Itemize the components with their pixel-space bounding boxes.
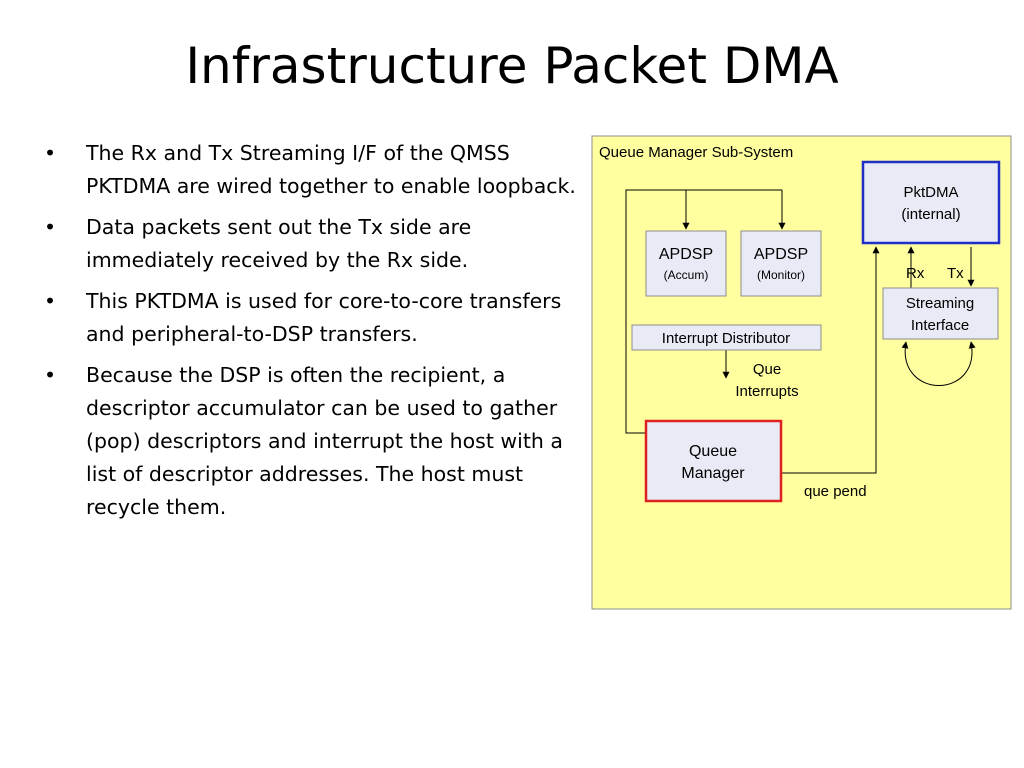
apdsp-accum-sublabel: (Accum): [664, 268, 709, 282]
bullet-text: The Rx and Tx Streaming I/F of the QMSS …: [86, 141, 576, 198]
apdsp-accum-box: [645, 230, 727, 297]
bullet-marker: •: [44, 215, 57, 239]
pktdma-sublabel: (internal): [901, 206, 960, 223]
bullet-marker: •: [44, 141, 57, 165]
arrow-que-pend: [781, 246, 880, 474]
rx-label: Rx: [906, 265, 925, 282]
interrupt-distributor-label: Interrupt Distributor: [662, 330, 790, 347]
feedback-line: [625, 189, 782, 434]
bullet-text: Data packets sent out the Tx side are im…: [86, 215, 472, 272]
pktdma-box: [861, 160, 1001, 245]
que-pend-label: que pend: [804, 483, 867, 500]
que-interrupts-label: Que: [753, 361, 781, 378]
list-item: • Because the DSP is often the recipient,…: [40, 359, 580, 524]
apdsp-monitor-box: [740, 230, 822, 297]
apdsp-accum-label: APDSP: [659, 246, 713, 263]
bullet-text: Because the DSP is often the recipient, …: [86, 363, 563, 519]
list-item: • This PKTDMA is used for core-to-core tr…: [40, 285, 580, 351]
list-item: • The Rx and Tx Streaming I/F of the QMSS…: [40, 137, 580, 203]
bullet-list: • The Rx and Tx Streaming I/F of the QMSS…: [40, 137, 580, 532]
tx-label: Tx: [947, 265, 964, 282]
streaming-interface-box: [882, 287, 999, 340]
page-title: Infrastructure Packet DMA: [185, 37, 839, 95]
streaming-interface-sublabel: Interface: [911, 317, 969, 334]
list-item: • Data packets sent out the Tx side are i…: [40, 211, 580, 277]
que-interrupts-sublabel: Interrupts: [735, 383, 798, 400]
bullet-marker: •: [44, 289, 57, 313]
queue-manager-box: [644, 419, 783, 503]
pktdma-label: PktDMA: [903, 184, 958, 201]
connectors: [625, 189, 976, 474]
bullet-text: This PKTDMA is used for core-to-core tra…: [86, 289, 562, 346]
bullet-marker: •: [44, 363, 57, 387]
queue-manager-sublabel: Manager: [681, 465, 745, 482]
interrupt-distributor-box: [631, 324, 822, 351]
subsystem-label: Queue Manager Sub-System: [599, 144, 793, 161]
apdsp-monitor-label: APDSP: [754, 246, 808, 263]
streaming-interface-label: Streaming: [906, 295, 974, 312]
apdsp-monitor-sublabel: (Monitor): [757, 268, 805, 282]
queue-manager-label: Queue: [689, 443, 737, 460]
loopback-curve: [901, 341, 976, 386]
